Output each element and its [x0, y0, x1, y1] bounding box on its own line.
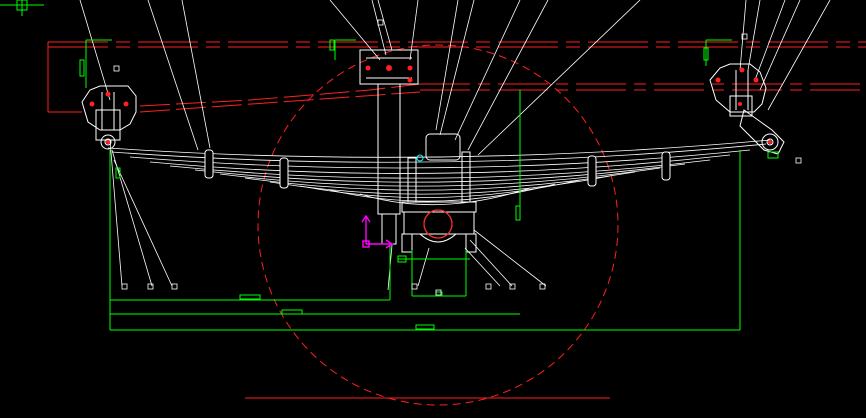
wheel-outline: [257, 44, 619, 406]
leaf-clips: [204, 149, 671, 189]
leader-lines: [79, 0, 831, 291]
ucs-axis-icon: [361, 214, 394, 249]
axle-center-mark: [423, 209, 453, 239]
shackle-pin: [768, 140, 772, 144]
front-hanger-bolts: [89, 91, 129, 144]
rear-hanger-bracket: [709, 63, 767, 117]
frame-rail: [47, 41, 866, 113]
dimension-lines: [79, 39, 779, 331]
front-hanger-bracket: [81, 85, 137, 150]
callout-markers: [113, 19, 802, 296]
leaf-spring-pack: [107, 139, 771, 206]
u-bolt-nut: [416, 154, 424, 162]
center-hanger-bracket: [359, 49, 419, 245]
rear-shackle: [739, 109, 785, 155]
axle-seat-assembly: [401, 133, 477, 253]
crosshair-cursor-icon: [0, 0, 44, 16]
rear-hanger-bolts: [715, 67, 759, 106]
center-hanger-bolts: [365, 65, 413, 83]
